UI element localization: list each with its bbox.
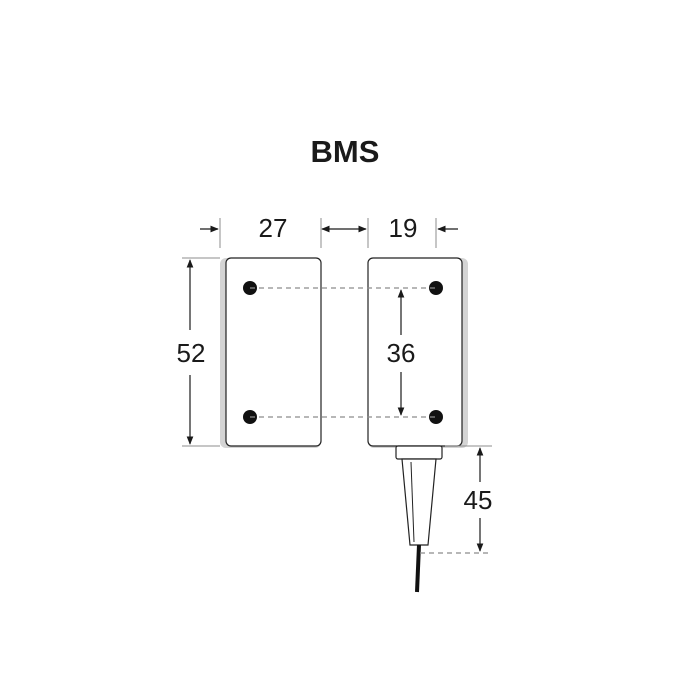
diagram-title: BMS bbox=[311, 134, 380, 169]
mounting-hole bbox=[429, 281, 443, 295]
dim-label-45: 45 bbox=[464, 485, 493, 515]
dim-width-left bbox=[200, 218, 322, 248]
dim-gap-right bbox=[321, 218, 458, 248]
dim-label-27: 27 bbox=[259, 213, 288, 243]
dim-cable-length bbox=[420, 445, 492, 554]
dim-label-36: 36 bbox=[387, 338, 416, 368]
cable bbox=[415, 544, 421, 593]
mounting-hole bbox=[429, 410, 443, 424]
dim-label-52: 52 bbox=[177, 338, 206, 368]
right-body bbox=[367, 257, 468, 448]
dim-height bbox=[182, 257, 220, 447]
cable-gland bbox=[395, 445, 443, 546]
dim-label-19: 19 bbox=[389, 213, 418, 243]
left-body bbox=[220, 257, 322, 448]
